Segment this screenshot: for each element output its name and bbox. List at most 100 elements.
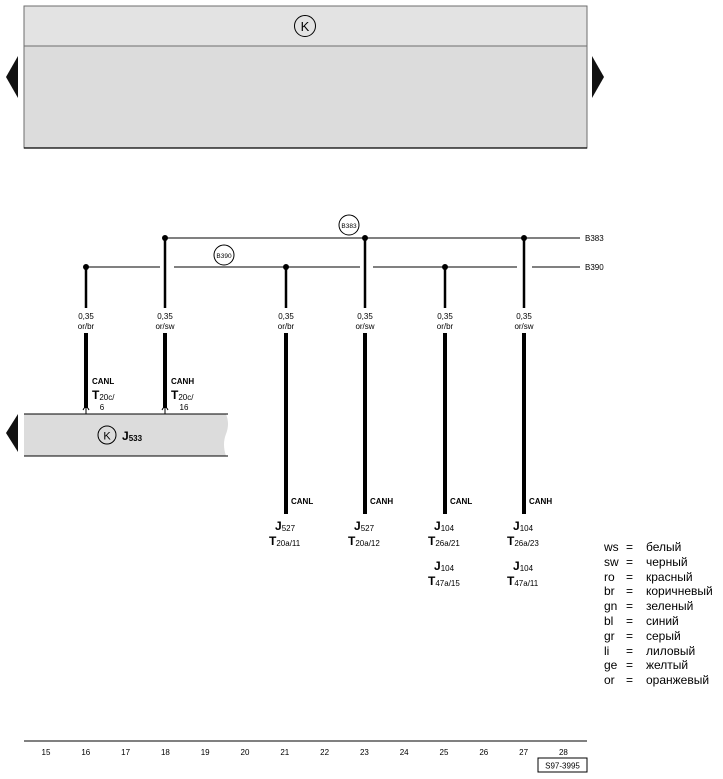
j533-pin-canh-connector-label: T20c/ bbox=[171, 388, 194, 402]
bus-b383-label: B383 bbox=[585, 234, 604, 243]
legend-row-br: br=коричневый bbox=[604, 584, 713, 599]
j533-pin-canl-connector-label: T20c/ bbox=[92, 388, 115, 402]
legend-code: ro bbox=[604, 569, 615, 584]
svg-text:0,35: 0,35 bbox=[157, 312, 173, 321]
legend-color-name: серый bbox=[646, 628, 681, 643]
wire-5: 0,35 or/br bbox=[437, 264, 454, 514]
terminal-1: CANL J527 T20a/11 bbox=[269, 497, 313, 548]
legend-row-li: li=лиловый bbox=[604, 644, 713, 659]
wire-2: 0,35 or/sw bbox=[155, 235, 175, 408]
svg-text:or/sw: or/sw bbox=[514, 322, 533, 331]
wire-6: 0,35 or/sw bbox=[514, 235, 534, 514]
svg-text:T47a/15: T47a/15 bbox=[428, 574, 460, 588]
legend-equals: = bbox=[626, 628, 634, 643]
svg-text:J104: J104 bbox=[434, 559, 455, 573]
legend-equals: = bbox=[626, 599, 634, 614]
svg-text:S97-3995: S97-3995 bbox=[545, 762, 580, 771]
scale-number: 26 bbox=[479, 748, 488, 757]
legend-row-or: or=оранжевый bbox=[604, 673, 713, 688]
terminal-3: CANL J104 T26a/21 J104 T47a/15 bbox=[428, 497, 472, 588]
legend-code: gn bbox=[604, 599, 618, 614]
j533-pin-canh-number: 16 bbox=[180, 403, 189, 412]
scale-number: 23 bbox=[360, 748, 369, 757]
scale-number: 17 bbox=[121, 748, 130, 757]
legend-code: br bbox=[604, 584, 615, 599]
legend-equals: = bbox=[626, 613, 634, 628]
legend-code: or bbox=[604, 673, 615, 688]
j533-left-arrow-icon[interactable] bbox=[6, 414, 18, 452]
svg-text:CANH: CANH bbox=[529, 497, 552, 506]
legend-color-name: синий bbox=[646, 613, 679, 628]
j533-pin-canl-signal: CANL bbox=[92, 377, 114, 386]
bus-b383-tag: B383 bbox=[338, 214, 360, 236]
bus-b383: B383 B383 bbox=[165, 214, 604, 243]
j533-label: J533 bbox=[122, 429, 143, 443]
legend-row-sw: sw = черный bbox=[604, 555, 713, 570]
terminal-2: CANH J527 T20a/12 bbox=[348, 497, 393, 548]
scale-number: 18 bbox=[161, 748, 170, 757]
wire-4-junction bbox=[362, 235, 368, 241]
bus-b390-tag: B390 bbox=[213, 244, 235, 266]
j533-pin-canl-number: 6 bbox=[100, 403, 105, 412]
wire-4: 0,35 or/sw bbox=[355, 235, 375, 514]
svg-text:CANL: CANL bbox=[450, 497, 472, 506]
legend-row-ws: ws = белый bbox=[604, 540, 713, 555]
svg-text:CANH: CANH bbox=[370, 497, 393, 506]
legend-color-name: красный bbox=[646, 569, 693, 584]
scale-number: 15 bbox=[42, 748, 51, 757]
legend-equals: = bbox=[626, 540, 634, 554]
legend-color-name: белый bbox=[646, 540, 682, 554]
svg-text:CANL: CANL bbox=[291, 497, 313, 506]
legend-color-name: желтый bbox=[646, 658, 689, 673]
svg-text:or/sw: or/sw bbox=[155, 322, 174, 331]
drawing-id-box: S97-3995 bbox=[537, 757, 588, 773]
wire-2-junction bbox=[162, 235, 168, 241]
scale-number: 27 bbox=[519, 748, 528, 757]
svg-text:T20a/12: T20a/12 bbox=[348, 534, 380, 548]
svg-text:or/sw: or/sw bbox=[355, 322, 374, 331]
legend-equals: = bbox=[626, 658, 634, 673]
scale-number: 24 bbox=[400, 748, 409, 757]
legend-color-name: черный bbox=[646, 554, 688, 569]
top-panel: K bbox=[23, 5, 588, 149]
component-j533: K J533 CANL T20c/ 6 CANH T20c/ 16 bbox=[24, 377, 228, 457]
j533-k-icon: K bbox=[97, 425, 117, 445]
legend-equals: = bbox=[626, 554, 634, 569]
next-page-arrow-icon[interactable] bbox=[592, 56, 604, 98]
svg-text:or/br: or/br bbox=[78, 322, 95, 331]
legend-code: bl bbox=[604, 613, 614, 628]
svg-text:B390: B390 bbox=[216, 253, 232, 260]
legend-row-ro: ro = красный bbox=[604, 570, 713, 585]
legend-row-gn: gn = зеленый bbox=[604, 599, 713, 614]
scale-number: 19 bbox=[201, 748, 210, 757]
svg-text:J527: J527 bbox=[354, 519, 375, 533]
bus-b390-label: B390 bbox=[585, 263, 604, 272]
legend-equals: = bbox=[626, 673, 634, 688]
svg-text:T26a/21: T26a/21 bbox=[428, 534, 460, 548]
svg-text:J104: J104 bbox=[513, 559, 534, 573]
bus-b390: B390 B390 bbox=[86, 244, 604, 272]
legend-code: ws bbox=[604, 540, 619, 554]
svg-text:or/br: or/br bbox=[278, 322, 295, 331]
legend-code: ge bbox=[604, 658, 618, 673]
legend-code: sw bbox=[604, 554, 619, 569]
wire-3: 0,35 or/br bbox=[278, 264, 295, 514]
svg-text:J527: J527 bbox=[275, 519, 296, 533]
legend-code: gr bbox=[604, 628, 615, 643]
terminal-4: CANH J104 T26a/23 J104 T47a/11 bbox=[507, 497, 552, 588]
svg-text:B383: B383 bbox=[341, 223, 357, 230]
wire-1-junction bbox=[83, 264, 89, 270]
svg-text:K: K bbox=[301, 19, 310, 34]
svg-text:J104: J104 bbox=[434, 519, 455, 533]
svg-text:0,35: 0,35 bbox=[357, 312, 373, 321]
svg-text:T26a/23: T26a/23 bbox=[507, 534, 539, 548]
legend-color-name: лиловый bbox=[646, 643, 696, 658]
prev-page-arrow-icon[interactable] bbox=[6, 56, 18, 98]
legend-color-name: зеленый bbox=[646, 599, 694, 614]
legend-equals: = bbox=[626, 569, 634, 584]
svg-text:T20a/11: T20a/11 bbox=[269, 534, 301, 548]
legend-color-name: коричневый bbox=[646, 584, 713, 599]
legend-equals: = bbox=[626, 643, 634, 658]
